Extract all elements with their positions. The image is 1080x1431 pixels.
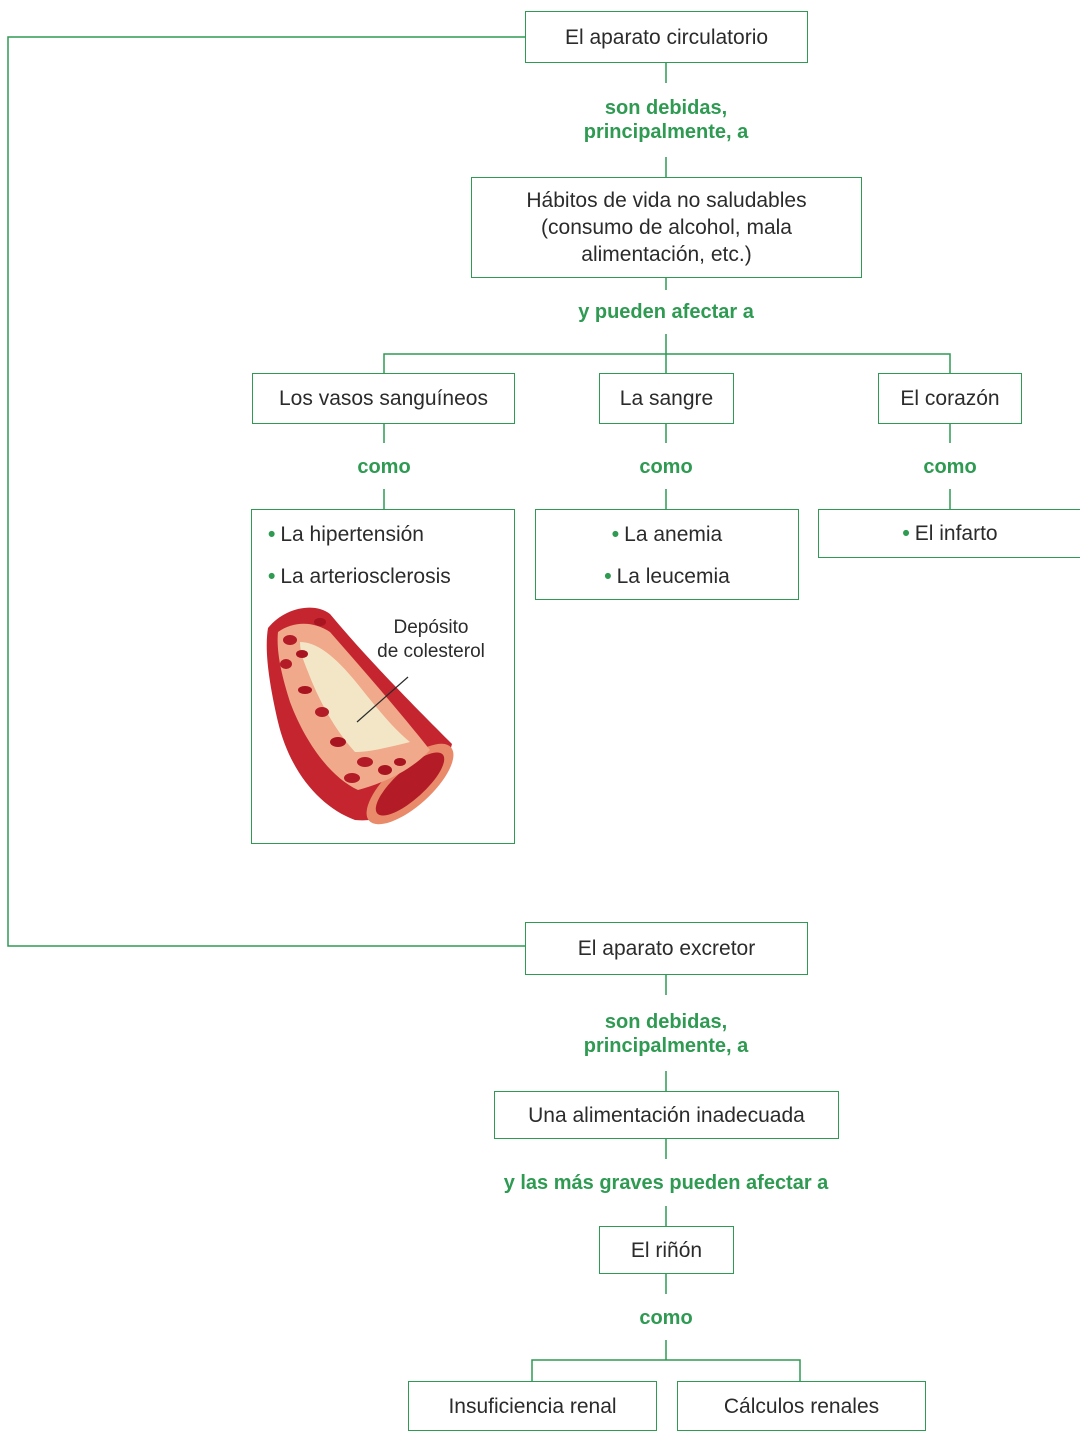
cholesterol-callout: Depósito de colesterol	[366, 616, 496, 664]
link-label-causes: son debidas, principalmente, a	[516, 96, 816, 144]
list-item: •La arteriosclerosis	[268, 565, 451, 589]
link-text: principalmente, a	[583, 1035, 749, 1057]
disease-text: La hipertensión	[280, 523, 424, 546]
disease-text: Insuficiencia renal	[448, 1394, 617, 1418]
link-label-affects: y las más graves pueden afectar a	[416, 1171, 916, 1195]
blood-box: La sangre	[599, 373, 734, 424]
link-text: y pueden afectar a	[578, 301, 754, 323]
link-label-affects: y pueden afectar a	[516, 300, 816, 324]
disease-text: La anemia	[624, 523, 723, 546]
branch-label: Los vasos sanguíneos	[279, 387, 488, 410]
link-label-como: como	[314, 455, 454, 479]
circulatory-system-title: El aparato circulatorio	[564, 25, 769, 49]
excretory-system-box: El aparato excretor	[525, 922, 808, 975]
disease-text: Cálculos renales	[723, 1394, 880, 1418]
cause-box: Hábitos de vida no saludables (consumo d…	[471, 177, 862, 278]
blood-vessels-box: Los vasos sanguíneos	[252, 373, 515, 424]
disease-text: La arteriosclerosis	[280, 565, 451, 588]
bullet-icon: •	[902, 522, 910, 545]
organ-label: El riñón	[630, 1238, 703, 1262]
link-text: y las más graves pueden afectar a	[503, 1172, 829, 1194]
list-item: •La leucemia	[536, 565, 798, 589]
callout-text: de colesterol	[377, 641, 485, 662]
circulatory-system-box: El aparato circulatorio	[525, 11, 808, 63]
link-text: como	[639, 456, 693, 478]
cause-text: (consumo de alcohol, mala	[541, 216, 792, 239]
renal-failure-box: Insuficiencia renal	[408, 1381, 657, 1431]
diet-cause-box: Una alimentación inadecuada	[494, 1091, 839, 1139]
bullet-icon: •	[268, 523, 276, 546]
cause-text: Una alimentación inadecuada	[528, 1103, 805, 1127]
list-item: •La anemia	[536, 523, 798, 547]
branch-line	[531, 1359, 801, 1381]
bullet-icon: •	[604, 565, 612, 588]
link-text: son debidas,	[604, 97, 728, 119]
link-label-como: como	[596, 1306, 736, 1330]
branch-label: El corazón	[900, 387, 1000, 410]
bullet-icon: •	[611, 523, 620, 546]
branch-label: La sangre	[619, 387, 714, 410]
disease-text: La leucemia	[616, 565, 730, 588]
disease-text: El infarto	[914, 522, 998, 545]
cause-text: Hábitos de vida no saludables	[526, 189, 807, 212]
list-item: •La hipertensión	[268, 523, 424, 547]
heart-diseases-list: •El infarto	[818, 509, 1080, 558]
link-label-causes: son debidas, principalmente, a	[516, 1010, 816, 1058]
link-text: principalmente, a	[583, 121, 749, 143]
list-item: •El infarto	[819, 522, 1080, 546]
link-text: como	[923, 456, 977, 478]
link-label-como: como	[596, 455, 736, 479]
link-text: son debidas,	[604, 1011, 728, 1033]
link-text: como	[639, 1307, 693, 1329]
blood-diseases-list: •La anemia •La leucemia	[535, 509, 799, 600]
cause-text: alimentación, etc.)	[581, 243, 752, 266]
vessel-diseases-list: •La hipertensión •La arteriosclerosis	[251, 509, 515, 844]
artery-illustration	[266, 607, 454, 825]
bracket-line	[7, 36, 525, 947]
link-text: como	[357, 456, 411, 478]
kidney-box: El riñón	[599, 1226, 734, 1274]
link-label-como: como	[880, 455, 1020, 479]
callout-text: Depósito	[393, 617, 469, 638]
bullet-icon: •	[268, 565, 276, 588]
heart-box: El corazón	[878, 373, 1022, 424]
kidney-stones-box: Cálculos renales	[677, 1381, 926, 1431]
excretory-system-title: El aparato excretor	[577, 937, 756, 960]
branch-line	[383, 353, 951, 373]
